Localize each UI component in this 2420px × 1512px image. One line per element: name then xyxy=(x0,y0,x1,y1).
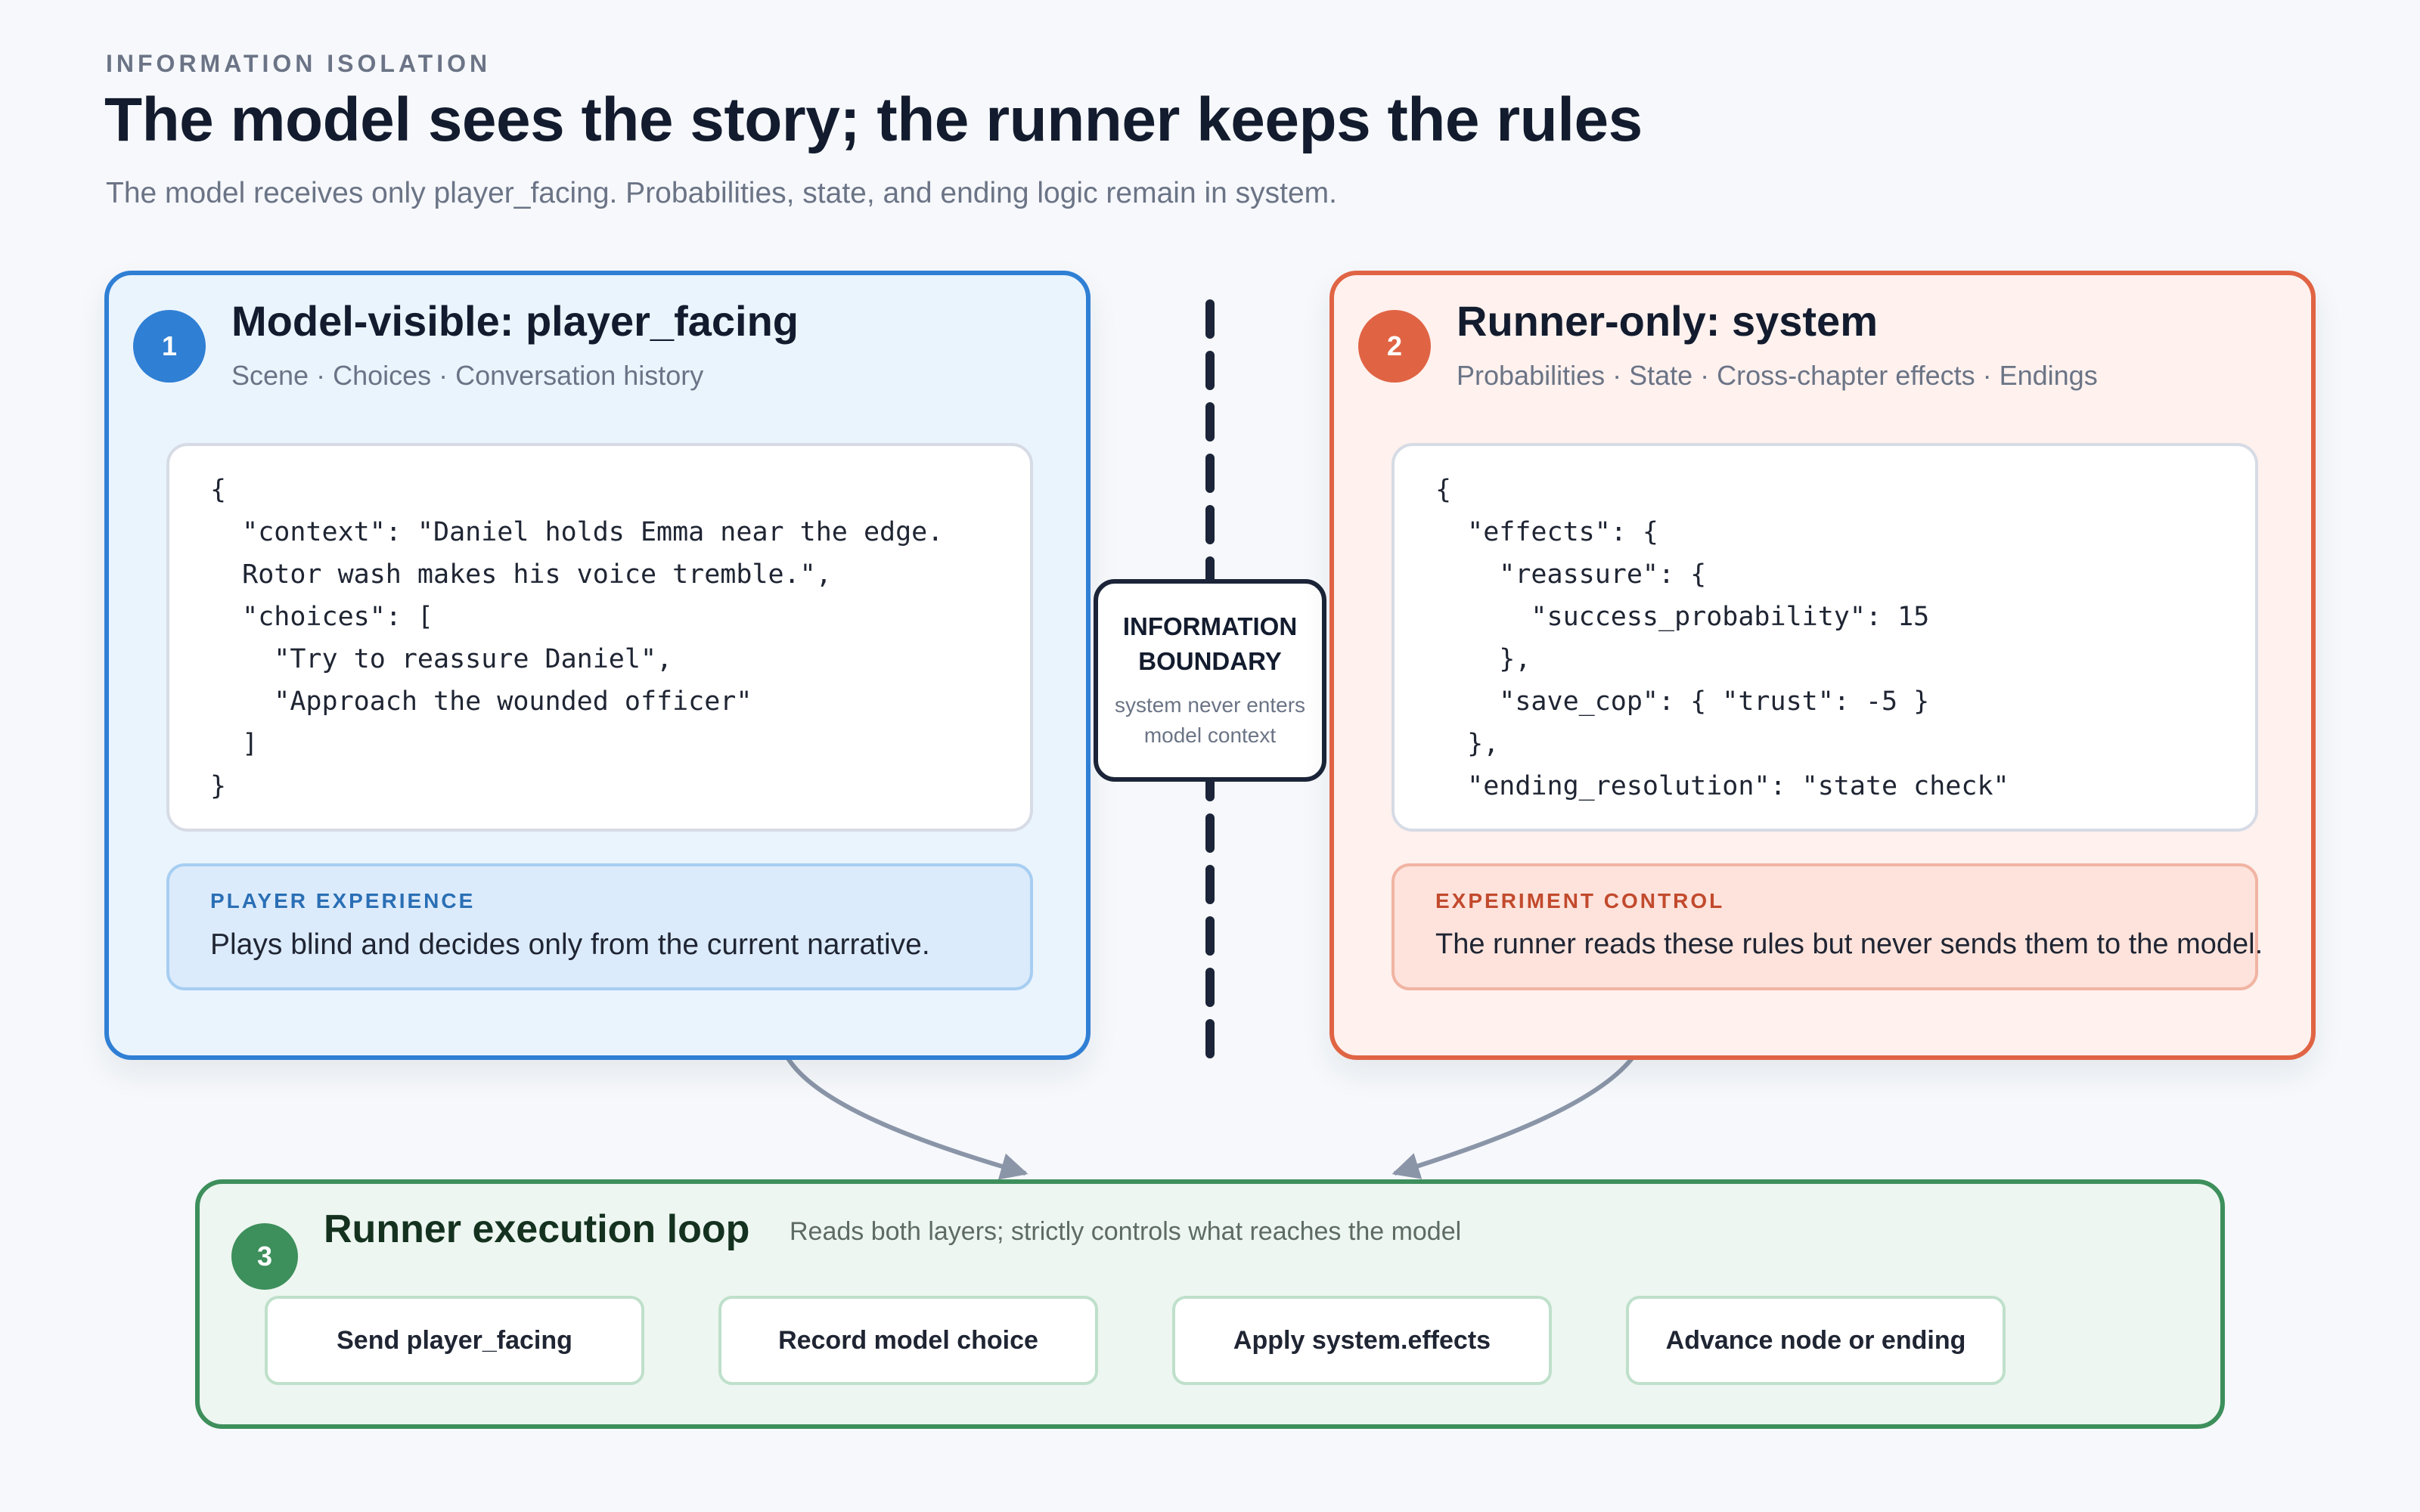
code-line: "save_cop": { "trust": -5 } xyxy=(1435,686,1930,717)
boundary-sub-line1: system never enters xyxy=(1114,693,1306,717)
code-line: "success_probability": 15 xyxy=(1435,602,1930,632)
model-panel-title: Model-visible: player_facing xyxy=(231,297,799,345)
player-facing-code-block: { "context": "Daniel holds Emma near the… xyxy=(166,443,1033,832)
runner-only-panel: 2 Runner-only: system Probabilities · St… xyxy=(1329,271,2316,1060)
code-line: "reassure": { xyxy=(1435,559,1707,590)
runner-execution-loop-panel: 3 Runner execution loop Reads both layer… xyxy=(195,1179,2225,1429)
step-badge-2: 2 xyxy=(1358,310,1431,383)
experiment-control-label: EXPERIMENT CONTROL xyxy=(1435,889,1725,912)
page-title: The model sees the story; the runner kee… xyxy=(104,85,1643,154)
boundary-sub-text: system never enters model context xyxy=(1115,689,1305,751)
player-experience-note: PLAYER EXPERIENCE Plays blind and decide… xyxy=(166,863,1033,990)
boundary-title-line1: INFORMATION xyxy=(1122,612,1298,640)
code-line: Rotor wash makes his voice tremble.", xyxy=(210,559,832,590)
loop-panel-subtitle: Reads both layers; strictly controls wha… xyxy=(790,1217,1462,1246)
step-apply-system-effects: Apply system.effects xyxy=(1172,1296,1552,1385)
code-line: "Approach the wounded officer" xyxy=(210,686,752,717)
code-line: "context": "Daniel holds Emma near the e… xyxy=(210,517,944,547)
step-record-model-choice: Record model choice xyxy=(718,1296,1098,1385)
code-line: "ending_resolution": "state check" xyxy=(1435,771,2009,801)
code-line: "Try to reassure Daniel", xyxy=(210,644,673,674)
step-badge-1: 1 xyxy=(133,310,206,383)
code-line: }, xyxy=(1435,729,1500,759)
player-experience-text: Plays blind and decides only from the cu… xyxy=(210,928,930,961)
code-line: { xyxy=(210,475,227,505)
code-line: ] xyxy=(210,729,259,759)
code-line: "effects": { xyxy=(1435,517,1659,547)
code-line: { xyxy=(1435,475,1452,505)
runner-panel-title: Runner-only: system xyxy=(1457,297,1878,345)
runner-panel-subtitle: Probabilities · State · Cross-chapter ef… xyxy=(1457,360,2098,391)
page-subtitle: The model receives only player_facing. P… xyxy=(106,177,1338,209)
eyebrow-label: INFORMATION ISOLATION xyxy=(106,50,492,77)
experiment-control-note: EXPERIMENT CONTROL The runner reads thes… xyxy=(1392,863,2263,990)
player-experience-label: PLAYER EXPERIENCE xyxy=(210,889,476,912)
boundary-title-line2: BOUNDARY xyxy=(1138,647,1282,675)
loop-panel-title: Runner execution loop xyxy=(324,1207,750,1251)
model-panel-subtitle: Scene · Choices · Conversation history xyxy=(231,360,704,391)
player-facing-code: { "context": "Daniel holds Emma near the… xyxy=(210,469,943,807)
code-line: } xyxy=(210,771,227,801)
system-code: { "effects": { "reassure": { "success_pr… xyxy=(1435,469,2009,807)
step-badge-3: 3 xyxy=(231,1223,298,1290)
arrow-model-to-loop xyxy=(786,1057,1028,1180)
code-line: "choices": [ xyxy=(210,602,434,632)
model-visible-panel: 1 Model-visible: player_facing Scene · C… xyxy=(104,271,1091,1060)
information-boundary-box: INFORMATION BOUNDARY system never enters… xyxy=(1094,579,1326,782)
system-code-block: { "effects": { "reassure": { "success_pr… xyxy=(1392,443,2258,832)
boundary-sub-line2: model context xyxy=(1143,723,1277,747)
step-send-player-facing: Send player_facing xyxy=(265,1296,644,1385)
experiment-control-text: The runner reads these rules but never s… xyxy=(1435,928,2263,960)
step-advance-node-or-ending: Advance node or ending xyxy=(1626,1296,2006,1385)
arrow-runner-to-loop xyxy=(1392,1057,1634,1179)
code-line: }, xyxy=(1435,644,1531,674)
